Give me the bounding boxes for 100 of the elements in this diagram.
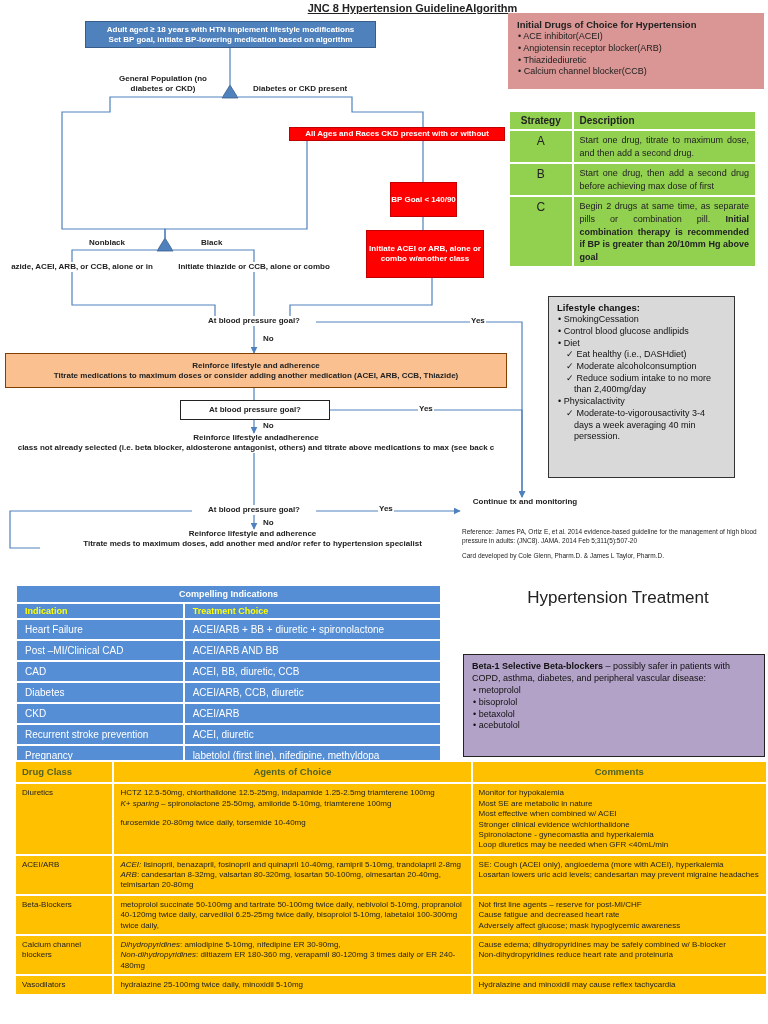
comment-text: Monitor for hypokalemia — [478, 788, 565, 799]
table-cell: ACEI, BB, diuretic, CCB — [183, 661, 441, 682]
table-cell: ACEI/ARB — [183, 703, 441, 724]
connector-line — [253, 387, 255, 401]
table-cell: ACEI/ARB, CCB, diuretic — [183, 682, 441, 703]
heading: Adult aged ≥ 18 years with HTN Implement lifestyle modifications — [106, 24, 355, 35]
edge-label: Black — [200, 238, 224, 248]
comment-text: Most effective when combined w/ ACEI — [478, 809, 618, 820]
instruction-text: Titrate medications to maximum doses or consider adding another medication (ACEI, ARB, CCB, Thiazide) — [53, 370, 459, 381]
arrow — [329, 409, 526, 498]
edge-label: Nonblack — [88, 238, 126, 248]
condition-bar: All Ages and Races CKD present with or without — [289, 127, 505, 141]
table-cell-text: Non-dihydropyridines: diltiazem ER 180-360 mg, verapamil 80-120mg 3 times daily or ER 240-480mg — [120, 950, 457, 972]
bullet-item: • acebutolol — [472, 720, 521, 733]
connector-line — [237, 96, 424, 128]
row-header: Beta-Blockers — [22, 899, 73, 911]
edge-label: No — [262, 334, 275, 344]
table-cell: Begin 2 drugs at same time, as separate pills or combination pill. Initial combination therapy is recommended if BP is greater than 20/10mm Hg above goal — [572, 196, 756, 268]
edge-label: No — [262, 518, 275, 528]
bullet-item: • Angiotensin receptor blocker(ARB) — [517, 43, 663, 55]
comment-text: Non-dihydropyridines reduce heart rate and proteinuria — [478, 950, 674, 961]
connector-line — [422, 216, 424, 231]
comment-text: Loop diuretics may be needed when GFR <40mL/min — [478, 840, 670, 851]
info-box — [508, 13, 764, 89]
question-text: At blood pressure goal? — [192, 316, 316, 326]
heading: Reinforce lifestyle and adherence — [192, 360, 320, 371]
bullet-item: • ACE inhibitor(ACEI) — [517, 31, 604, 44]
column-header: Agents of Choice — [113, 761, 472, 784]
decision-triangle — [157, 238, 173, 251]
connector-line — [253, 271, 255, 317]
table-cell-text: hydralazine 25-100mg twice daily, minoxidil 5-10mg — [120, 980, 305, 991]
heading: Initial Drugs of Choice for Hypertension — [517, 19, 698, 32]
bullet-item: • Thiazidediuretic — [517, 54, 588, 67]
comment-text: Spironolactone - gynecomastia and hyperkalemia — [478, 829, 655, 841]
comment-text: Hydralazine and minoxidil may cause reflex tachycardia — [478, 980, 677, 991]
step-text: azide, ACEI, ARB, or CCB, alone or in — [0, 262, 164, 272]
table-cell-text: HCTZ 12.5-50mg, chlorthalidone 12.5-25mg, indapamide 1.25-2.5mg triamterene 100mg — [120, 788, 436, 799]
question-text: At blood pressure goal? — [192, 505, 316, 515]
edge-label: Yes — [378, 504, 394, 514]
row-header: B — [509, 163, 573, 197]
column-header: Description — [572, 111, 756, 130]
table-cell: CKD — [16, 703, 184, 724]
paragraph: Beta-1 Selective Beta-blockers – possibly safer in patients with COPD, asthma, diabetes, and peripheral vascular disease: — [472, 660, 732, 685]
check-item: ✓ Reduce sodium intake to no more than 2,400mg/day — [565, 372, 713, 397]
bullet-item: • betaxolol — [472, 708, 516, 721]
bullet-item: • Control blood glucose andlipids — [557, 326, 690, 338]
table-cell-text: ACEI: lisinopril, benazapril, fosinopril and quinapril 10-40mg, ramipril 5-10mg, trandolapril 2-8mg — [120, 859, 463, 871]
comment-text: Cause fatigue and decreased heart rate — [478, 910, 621, 921]
info-box — [463, 654, 765, 757]
table-cell-text: ARB: candesartan 8-32mg, valsartan 80-320mg, losartan 50-100mg, olmesartan 20-40mg, telmisartan 20-80mg — [120, 870, 443, 891]
column-header: Strategy — [509, 111, 573, 130]
arrow — [250, 419, 258, 434]
table-cell: ACEI, diuretic — [183, 724, 441, 745]
edge-label: Yes — [418, 404, 434, 414]
row-header: ACEI/ARB — [22, 859, 61, 871]
table-cell: Post –MI/Clinical CAD — [16, 640, 184, 661]
connector-line — [71, 271, 216, 317]
comment-text: Adversely affect glucose; mask hypoglycemic awareness — [478, 920, 682, 932]
goal-box: BP Goal < 140/90 — [390, 182, 457, 217]
instruction-text: class not already selected (i.e. beta blocker, aldosterone antagonist, others) and titrate above medications to max (see back c — [16, 443, 496, 453]
process-box: Initiate ACEI or ARB, alone or combo w/another class — [366, 230, 484, 278]
connector-line — [164, 140, 308, 239]
table-cell-text: metoprolol succinate 50-100mg and tartrate 50-100mg twice daily, nebivolol 5-10mg, propranolol 40-120mg twice daily, carvedilol 6.25-25mg twice daily, bisoprolol 5-10mg, labetalol 100-300mg twice daily, — [120, 899, 463, 932]
heading: Lifestyle changes: — [557, 302, 641, 315]
connector-line — [229, 47, 231, 86]
arrow — [315, 507, 461, 515]
section-title: Hypertension Treatment — [526, 588, 710, 608]
connector-line — [289, 277, 433, 317]
info-box — [548, 296, 735, 478]
table-cell: Diabetes — [16, 682, 184, 703]
comment-text: Most SE are metabolic in nature — [478, 798, 594, 810]
table-cell: Heart Failure — [16, 619, 184, 640]
table-cell: Recurrent stroke prevention — [16, 724, 184, 745]
connector-line — [9, 510, 193, 549]
question-box: At blood pressure goal? — [180, 400, 330, 420]
row-header: Calcium channel blockers — [22, 940, 83, 961]
comment-text: SE: Cough (ACEI only), angioedema (more with ACEI), hyperkalemia — [478, 859, 725, 871]
table-cell: ACEI/ARB AND BB — [183, 640, 441, 661]
arrow — [250, 514, 258, 530]
check-item: ✓ Eat healthy (i.e., DASHdiet) — [565, 349, 688, 362]
heading: Reinforce lifestyle andadherence — [192, 433, 320, 443]
bullet-item: • metoprolol — [472, 685, 522, 697]
connector-line — [172, 249, 255, 263]
bullet-item: • Diet — [557, 337, 581, 350]
process-box — [5, 353, 507, 388]
title: JNC 8 Hypertension GuidelineAlgorithm — [306, 2, 519, 14]
bullet-item: • Physicalactivity — [557, 396, 626, 408]
edge-label: Diabetes or CKD present — [252, 84, 349, 94]
row-header: Diuretics — [22, 788, 55, 799]
row-header: A — [509, 130, 573, 164]
comment-text: Not first line agents – reserve for post-MI/CHF — [478, 899, 643, 911]
edge-label: Yes — [470, 316, 486, 326]
check-item: ✓ Moderate alcoholconsumption — [565, 361, 698, 373]
table-cell: Start one drug, then add a second drug before achieving max dose of first — [572, 163, 756, 197]
table-cell: CAD — [16, 661, 184, 682]
table-cell-text: furosemide 20-80mg twice daily, torsemide 10-40mg — [120, 818, 307, 829]
check-item: ✓ Moderate-to-vigorousactivity 3-4 days a week averaging 40 min persession. — [565, 407, 707, 443]
column-header: Drug Class — [15, 761, 114, 784]
row-header: C — [509, 196, 573, 268]
comment-text: Stronger clinical evidence w/chlorthalidone — [478, 819, 631, 830]
